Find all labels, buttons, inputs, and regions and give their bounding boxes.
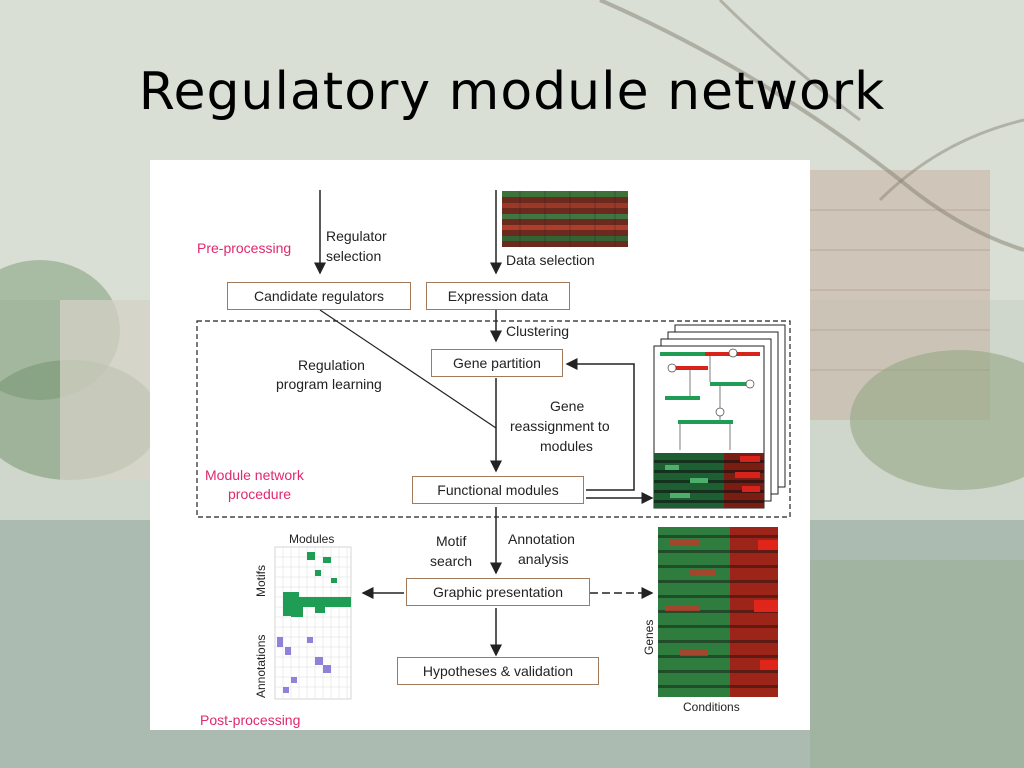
node-functional-modules: Functional modules bbox=[412, 476, 584, 504]
line-regulation-learning bbox=[319, 309, 497, 429]
edge-label-data-selection: Data selection bbox=[506, 252, 595, 268]
node-graphic-presentation: Graphic presentation bbox=[406, 578, 590, 606]
edge-label-regulator-1: Regulator bbox=[326, 228, 387, 244]
module-procedure-frame bbox=[196, 320, 791, 518]
node-hypotheses-validation: Hypotheses & validation bbox=[397, 657, 599, 685]
inset-label-motifs: Motifs bbox=[254, 564, 268, 597]
stage-label-module-network-1: Module network bbox=[205, 467, 304, 483]
inset-label-modules: Modules bbox=[289, 532, 335, 546]
edge-label-annotation-2: analysis bbox=[518, 551, 569, 567]
edge-label-regulator-2: selection bbox=[326, 248, 382, 264]
edge-label-reassign-3: modules bbox=[540, 438, 593, 454]
expression-thumbnail bbox=[502, 191, 628, 247]
stage-label-pre-processing: Pre-processing bbox=[197, 240, 292, 256]
stage-label-post-processing: Post-processing bbox=[200, 712, 301, 728]
edge-label-motif-2: search bbox=[430, 553, 473, 569]
edge-label-reassign-2: reassignment to bbox=[510, 418, 610, 434]
inset-label-annotations: Annotations bbox=[254, 634, 268, 698]
inset-label-genes: Genes bbox=[642, 619, 656, 655]
node-expression-data: Expression data bbox=[426, 282, 570, 310]
motif-annotation-grid bbox=[274, 546, 352, 700]
gene-condition-heatmap bbox=[658, 527, 778, 697]
diagram-panel: Pre-processing Module network procedure … bbox=[150, 160, 810, 730]
stage-label-module-network-2: procedure bbox=[228, 486, 292, 502]
edge-label-annotation-1: Annotation bbox=[508, 531, 575, 547]
edge-label-regulation-2: program learning bbox=[276, 376, 382, 392]
edge-label-reassign-1: Gene bbox=[550, 398, 585, 414]
node-candidate-regulators: Candidate regulators bbox=[227, 282, 411, 310]
module-cards bbox=[653, 324, 786, 509]
edge-label-regulation-1: Regulation bbox=[298, 357, 365, 373]
slide-title: Regulatory module network bbox=[138, 62, 886, 122]
arrow-reassignment bbox=[565, 358, 635, 491]
inset-label-conditions: Conditions bbox=[683, 700, 740, 714]
edge-label-motif-1: Motif bbox=[436, 533, 467, 549]
node-gene-partition: Gene partition bbox=[431, 349, 563, 377]
diagram-lines bbox=[196, 190, 791, 700]
edge-label-clustering: Clustering bbox=[506, 323, 570, 339]
